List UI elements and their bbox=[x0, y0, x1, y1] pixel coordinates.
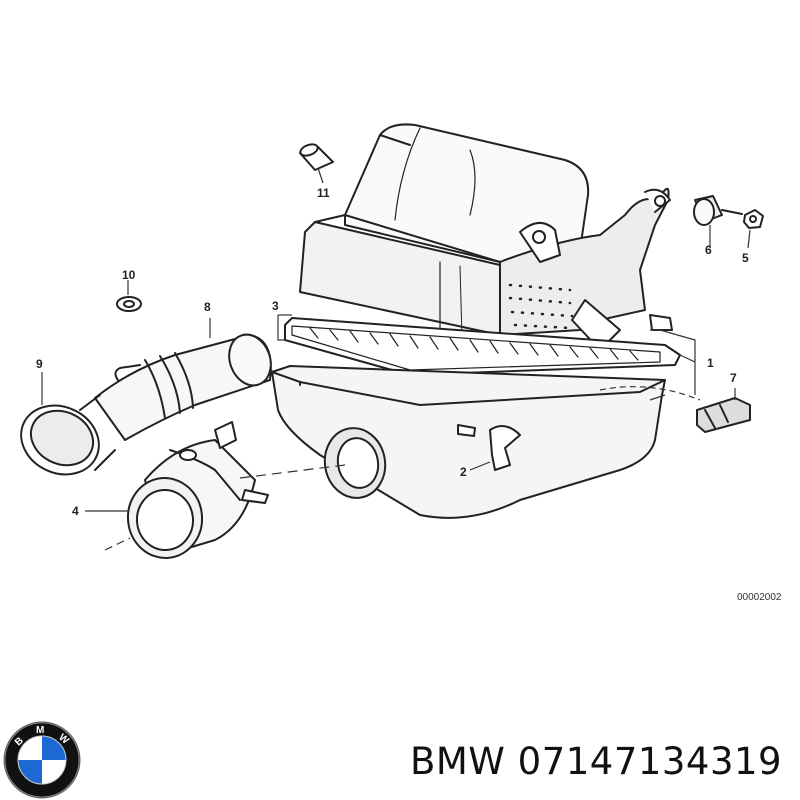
callout-5: 5 bbox=[742, 251, 749, 265]
sleeve bbox=[299, 143, 334, 171]
callout-8: 8 bbox=[204, 300, 211, 314]
callout-7: 7 bbox=[730, 371, 737, 385]
funnel bbox=[20, 394, 116, 476]
callout-9: 9 bbox=[36, 357, 43, 371]
callout-10: 10 bbox=[122, 268, 136, 282]
rubber-mount bbox=[693, 195, 743, 226]
bmw-logo-icon: B M W bbox=[3, 721, 81, 799]
filter-element bbox=[284, 317, 681, 376]
callout-11: 11 bbox=[317, 186, 330, 200]
callout-4: 4 bbox=[72, 504, 79, 518]
callout-6: 6 bbox=[705, 243, 712, 257]
grommet bbox=[116, 296, 142, 312]
callout-1: 1 bbox=[707, 356, 714, 370]
lower-housing bbox=[271, 365, 666, 519]
intake-hose bbox=[94, 333, 272, 441]
part-title: BMW 07147134319 bbox=[410, 740, 783, 783]
reference-code: 00002002 bbox=[737, 592, 782, 603]
svg-text:M: M bbox=[36, 725, 44, 736]
callout-2: 2 bbox=[460, 465, 467, 479]
nut bbox=[743, 209, 764, 229]
air-flow-boot bbox=[126, 421, 269, 559]
callout-3: 3 bbox=[272, 299, 279, 313]
clip bbox=[696, 397, 751, 433]
upper-housing bbox=[299, 123, 673, 351]
